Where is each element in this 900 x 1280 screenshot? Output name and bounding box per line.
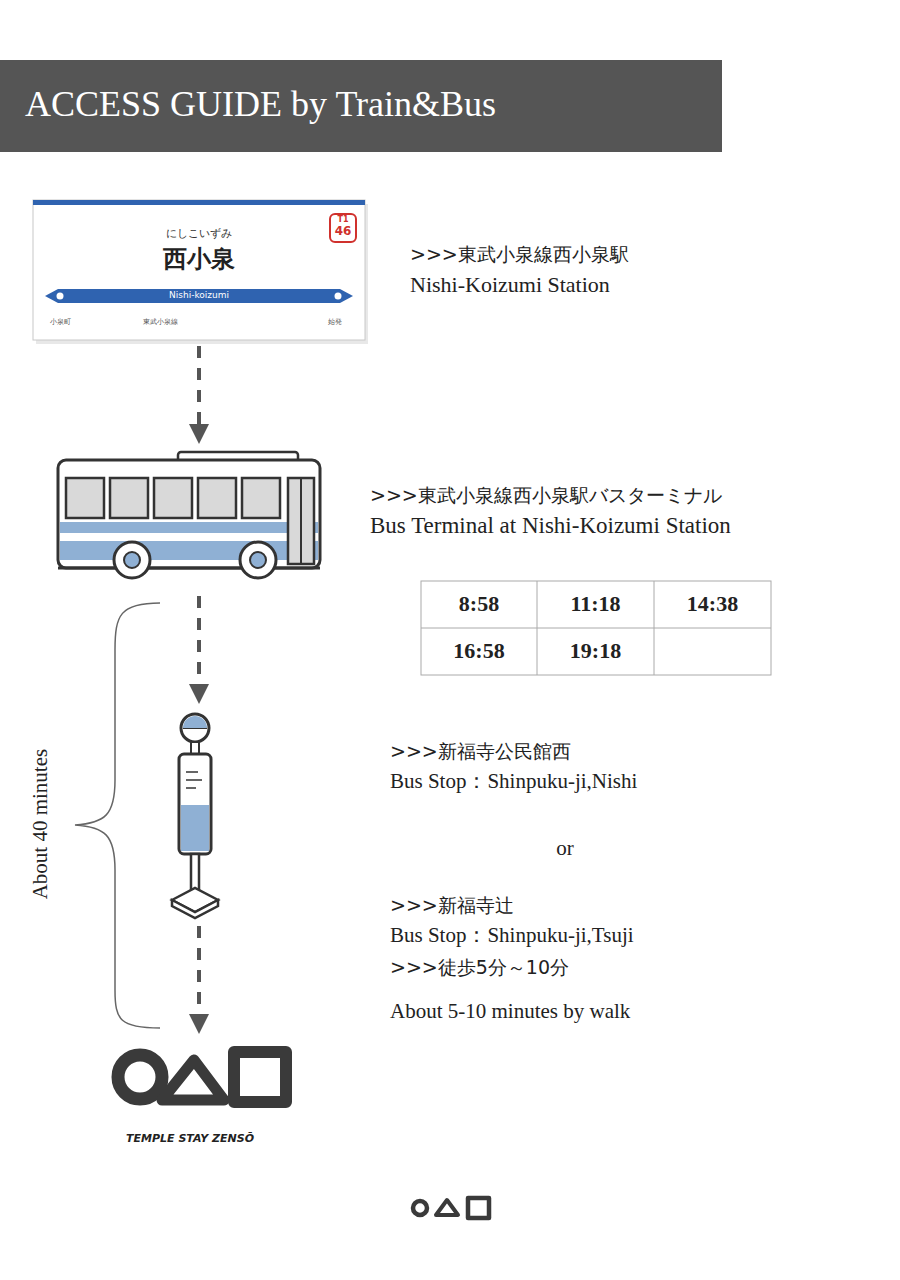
node-text: Nishi-koizumi <box>33 290 365 300</box>
footer-logo <box>413 1198 489 1218</box>
node-text: 西小泉 <box>33 246 365 274</box>
title-bar <box>0 60 722 152</box>
dashed-arrow <box>189 926 209 1034</box>
sign-small-text: 始発 <box>315 318 355 326</box>
node-text: >>>東武小泉線西小泉駅バスターミナル <box>370 485 722 507</box>
node-text: TEMPLE STAY ZENSŌ <box>95 1133 285 1146</box>
bus-terminal: >>>東武小泉線西小泉駅バスターミナルBus Terminal at Nishi… <box>55 450 325 590</box>
sign-small-text: 東武小泉線 <box>130 318 190 326</box>
bus-icon <box>58 452 320 578</box>
badge-text: T1 <box>330 215 356 224</box>
node-text: Bus Stop：Shinpuku-ji,Nishi <box>390 769 637 793</box>
station-sign <box>33 200 368 344</box>
timetable-grid <box>421 581 771 675</box>
node-text: or <box>530 836 600 860</box>
timetable-cell: 8:58 <box>421 591 537 616</box>
node-text: >>>東武小泉線西小泉駅 <box>410 244 629 266</box>
dashed-arrow <box>189 596 209 704</box>
node-text: >>>新福寺公民館西 <box>390 741 571 763</box>
node-text: Bus Terminal at Nishi-Koizumi Station <box>370 513 731 539</box>
duration-label: About 40 minutes <box>28 724 52 924</box>
timetable-cell: 14:38 <box>654 591 771 616</box>
node-text: Nishi-Koizumi Station <box>410 272 610 297</box>
temple-logo-node: TEMPLE STAY ZENSŌ <box>105 1040 305 1155</box>
page-title: ACCESS GUIDE by Train&Bus <box>25 84 496 125</box>
badge-text: 46 <box>330 225 356 239</box>
temple-logo <box>118 1052 286 1102</box>
bus-stop-icon <box>172 714 218 918</box>
walk-note: >>>徒歩5分～10分 <box>390 957 569 979</box>
timetable-cell: 19:18 <box>537 638 654 663</box>
duration-bracket <box>75 603 160 1028</box>
station-sign: にしこいずみ西小泉Nishi-koizumi>>>東武小泉線西小泉駅Nishi-… <box>33 200 365 340</box>
node-text: Bus Stop：Shinpuku-ji,Tsuji <box>390 923 634 947</box>
timetable-cell: 11:18 <box>537 591 654 616</box>
node-text: >>>新福寺辻 <box>390 895 514 917</box>
node-text: にしこいずみ <box>33 228 365 241</box>
sign-small-text: 小泉町 <box>40 318 80 326</box>
walk-note: About 5-10 minutes by walk <box>390 999 630 1023</box>
timetable-cell: 16:58 <box>421 638 537 663</box>
bus-stop: >>>新福寺公民館西Bus Stop：Shinpuku-ji,Nishior>>… <box>165 710 225 920</box>
dashed-arrow <box>189 346 209 444</box>
